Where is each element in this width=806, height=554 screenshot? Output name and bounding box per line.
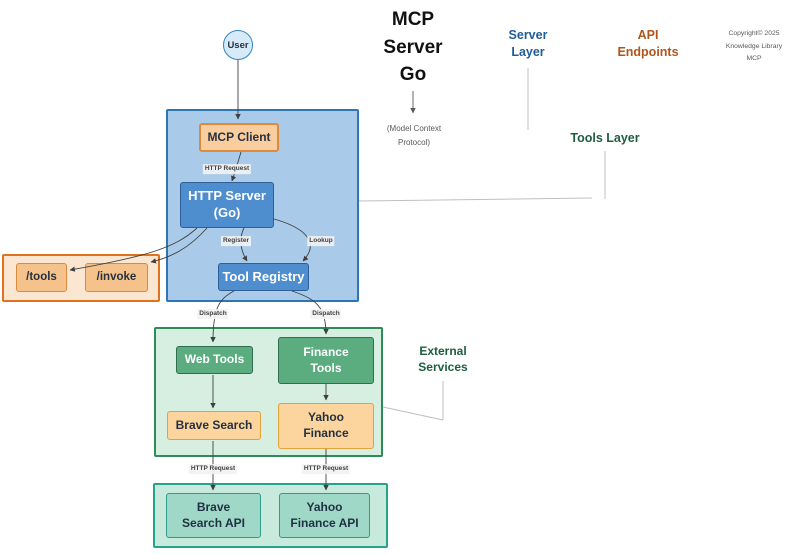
copyright-text: Copyright© 2025 Knowledge Library MCP bbox=[708, 28, 800, 66]
tool-registry-label: Tool Registry bbox=[222, 268, 305, 284]
subtitle-line1: (Model Context bbox=[386, 124, 442, 133]
tools-layer-annotation: Tools Layer bbox=[565, 130, 645, 147]
subtitle-line2: Protocol) bbox=[397, 137, 430, 147]
title-line3: Go bbox=[399, 64, 427, 86]
edge-label-http-request-right: HTTP Request bbox=[301, 464, 351, 474]
mcp-client-label: MCP Client bbox=[207, 129, 271, 144]
brave-search-node: Brave Search bbox=[167, 411, 261, 440]
user-node: User bbox=[223, 30, 253, 60]
user-label: User bbox=[227, 39, 249, 51]
tool-registry-node: Tool Registry bbox=[218, 263, 309, 291]
external-services-pointer-line bbox=[382, 406, 444, 421]
external-services-line2: Services bbox=[418, 360, 468, 375]
tools-endpoint-node: /tools bbox=[16, 263, 67, 292]
finance-tools-label-line2: Tools bbox=[310, 360, 342, 375]
server-layer-annotation: Server Layer bbox=[488, 27, 568, 61]
tools-layer-pointer-line bbox=[358, 197, 593, 202]
copyright-line3: MCP bbox=[746, 55, 762, 63]
copyright-line2: Knowledge Library bbox=[725, 42, 783, 50]
web-tools-label: Web Tools bbox=[184, 352, 245, 367]
title-line2: Server bbox=[383, 36, 443, 58]
invoke-endpoint-label: /invoke bbox=[96, 271, 137, 284]
edge-label-lookup: Lookup bbox=[307, 236, 335, 246]
server-layer-line2: Layer bbox=[511, 44, 545, 59]
title-line1: MCP bbox=[391, 9, 435, 30]
yahoo-finance-label-line1: Yahoo bbox=[307, 410, 344, 425]
yahoo-finance-api-label-line1: Yahoo bbox=[306, 499, 343, 514]
diagram-title: MCP Server Go bbox=[370, 6, 456, 89]
copyright-line1: Copyright© 2025 bbox=[728, 30, 780, 37]
diagram-subtitle: (Model Context Protocol) bbox=[368, 122, 460, 149]
brave-search-label: Brave Search bbox=[175, 417, 253, 432]
mcp-client-node: MCP Client bbox=[199, 123, 279, 152]
edge-label-dispatch-left: Dispatch bbox=[197, 309, 229, 319]
edge-label-http-request-top: HTTP Request bbox=[202, 164, 252, 174]
finance-tools-node: Finance Tools bbox=[278, 337, 374, 384]
http-server-node: HTTP Server (Go) bbox=[180, 182, 274, 228]
api-endpoints-line1: API bbox=[637, 28, 659, 42]
yahoo-finance-api-node: Yahoo Finance API bbox=[279, 493, 370, 538]
external-services-annotation: External Services bbox=[407, 343, 479, 375]
brave-search-api-node: Brave Search API bbox=[166, 493, 261, 538]
edge-label-register: Register bbox=[220, 236, 252, 246]
web-tools-node: Web Tools bbox=[176, 346, 253, 374]
brave-search-api-label-line1: Brave bbox=[196, 499, 231, 514]
http-server-label-line2: (Go) bbox=[213, 205, 241, 220]
external-services-line1: External bbox=[419, 344, 467, 358]
tools-layer-label: Tools Layer bbox=[570, 131, 640, 145]
yahoo-finance-label-line2: Finance bbox=[303, 426, 349, 440]
finance-tools-label-line1: Finance bbox=[303, 344, 349, 359]
invoke-endpoint-node: /invoke bbox=[85, 263, 148, 292]
server-layer-line1: Server bbox=[508, 28, 548, 42]
api-endpoints-line2: Endpoints bbox=[617, 44, 679, 59]
edge-label-dispatch-right: Dispatch bbox=[310, 309, 342, 319]
tools-endpoint-label: /tools bbox=[26, 271, 57, 284]
http-server-label-line1: HTTP Server bbox=[188, 188, 266, 204]
yahoo-finance-node: Yahoo Finance bbox=[278, 403, 374, 449]
api-endpoints-annotation: API Endpoints bbox=[600, 27, 696, 61]
brave-search-api-label-line2: Search API bbox=[182, 515, 245, 530]
edge-label-http-request-left: HTTP Request bbox=[188, 464, 238, 474]
yahoo-finance-api-label-line2: Finance API bbox=[290, 515, 359, 530]
